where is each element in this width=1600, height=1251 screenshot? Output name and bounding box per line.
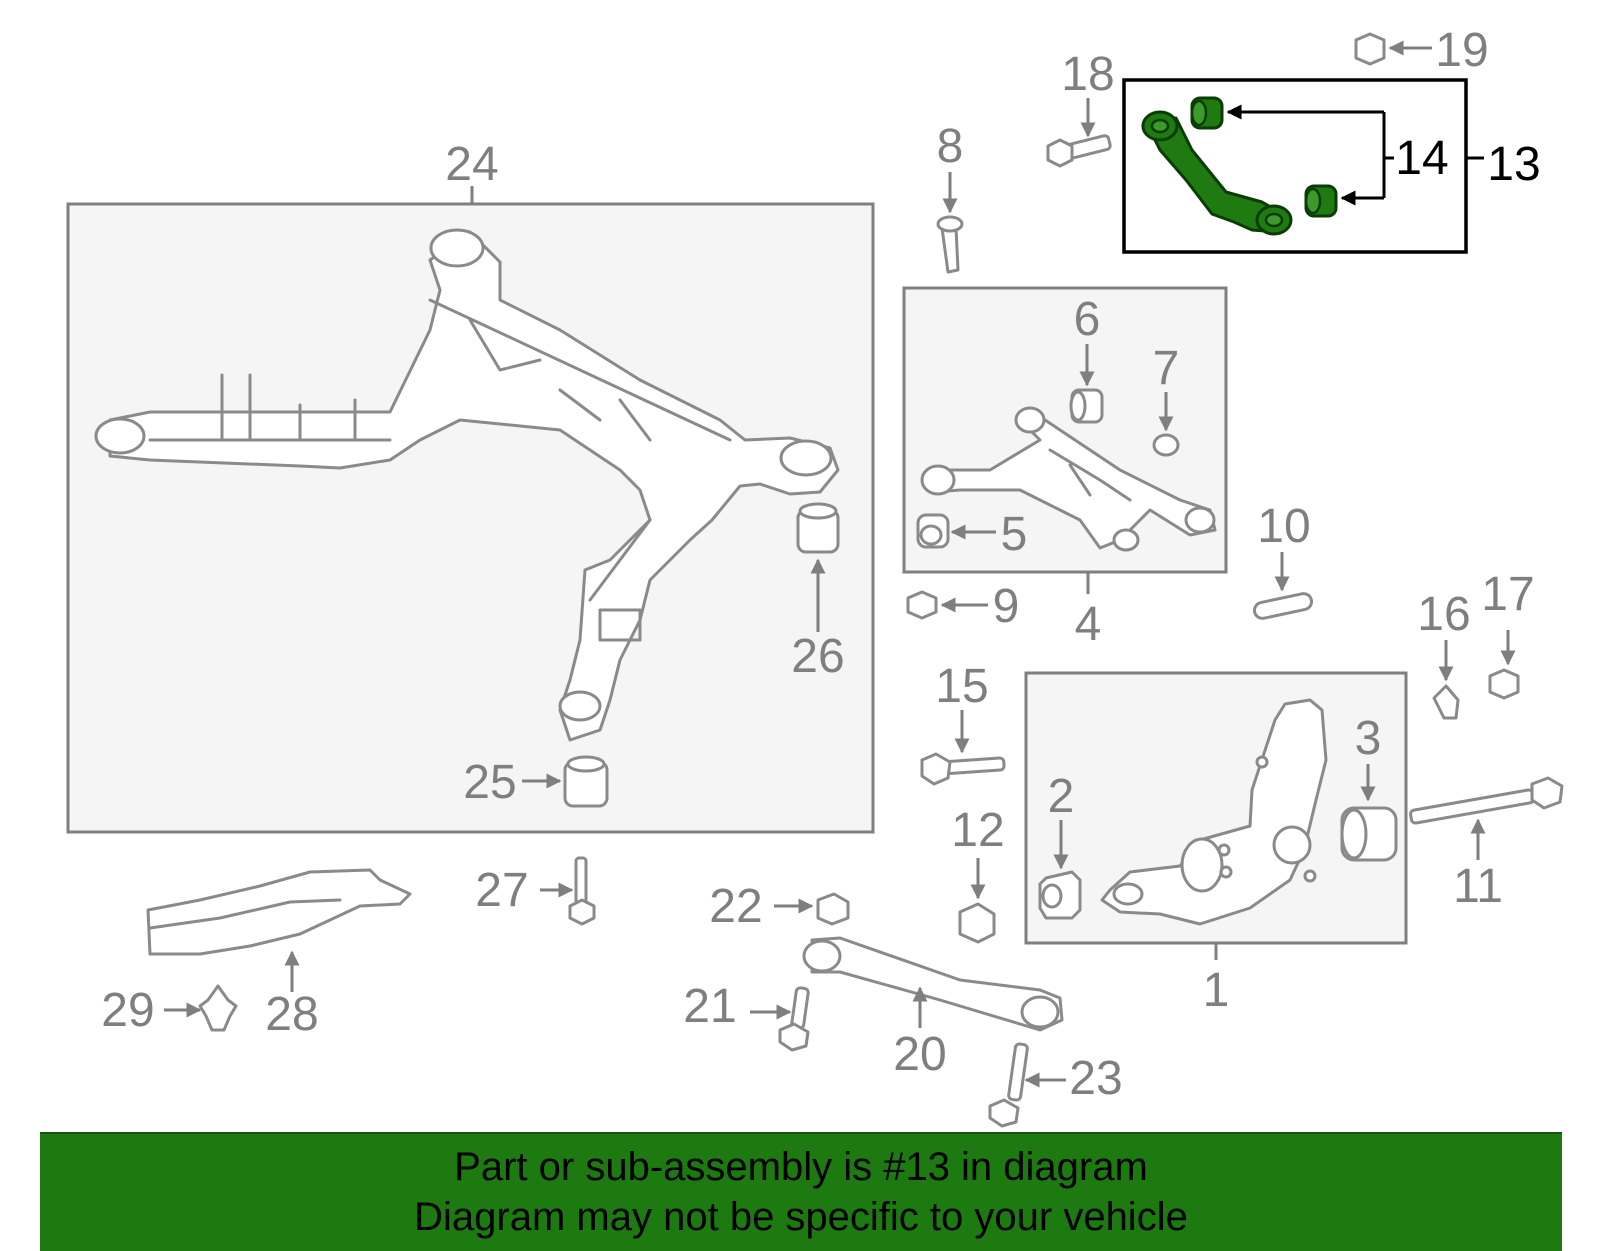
mount-25[interactable] [522, 755, 609, 808]
bushing-3[interactable] [1340, 764, 1398, 862]
callout-2: 2 [1048, 770, 1075, 823]
callout-16: 16 [1417, 588, 1470, 641]
callout-15: 15 [935, 660, 988, 713]
callout-4: 4 [1075, 598, 1102, 651]
callout-17: 17 [1481, 568, 1534, 621]
callout-25: 25 [463, 756, 516, 809]
callout-27: 27 [475, 864, 528, 917]
bolt-8[interactable] [936, 172, 964, 274]
callout-6: 6 [1074, 293, 1101, 346]
callout-5: 5 [1001, 508, 1028, 561]
clip-29[interactable] [164, 984, 238, 1032]
bolt-21[interactable] [750, 986, 810, 1052]
nut-9[interactable] [906, 590, 988, 620]
upper-control-arm-part-13[interactable] [1141, 110, 1293, 236]
bolt-18[interactable] [1046, 98, 1112, 168]
bushing-14-upper[interactable] [1190, 96, 1224, 130]
callout-11: 11 [1453, 860, 1503, 913]
banner-line-2: Diagram may not be specific to your vehi… [414, 1195, 1188, 1239]
callout-19: 19 [1435, 24, 1488, 77]
link-arm-20[interactable] [802, 936, 1064, 1032]
callout-24: 24 [445, 138, 498, 191]
pin-10[interactable] [1252, 552, 1314, 620]
bracket-16[interactable] [1432, 640, 1460, 720]
bushing-6[interactable] [1069, 344, 1104, 424]
callout-10: 10 [1257, 500, 1310, 553]
nut-19[interactable] [1354, 32, 1432, 66]
bolt-27[interactable] [540, 856, 596, 926]
callout-3: 3 [1355, 712, 1382, 765]
ring-7[interactable] [1152, 392, 1180, 457]
banner-line-1: Part or sub-assembly is #13 in diagram [454, 1145, 1148, 1189]
bushing-14-lower[interactable] [1304, 184, 1338, 218]
bolt-15[interactable] [920, 710, 1006, 786]
callout-8: 8 [937, 120, 964, 173]
callout-12: 12 [951, 804, 1004, 857]
nut-17[interactable] [1488, 630, 1520, 700]
callout-28: 28 [265, 988, 318, 1041]
callout-23: 23 [1069, 1052, 1122, 1105]
nut-22[interactable] [774, 892, 850, 926]
callout-14-bracket [1226, 104, 1394, 206]
callout-22: 22 [709, 880, 762, 933]
nut-12[interactable] [958, 858, 996, 944]
callout-13: 13 [1487, 138, 1540, 191]
mount-26[interactable] [796, 502, 840, 632]
callout-14: 14 [1395, 132, 1448, 185]
shield-28[interactable] [146, 868, 412, 992]
bushing-5[interactable] [916, 513, 996, 549]
knuckle-part[interactable] [1100, 698, 1328, 926]
bushing-2[interactable] [1038, 820, 1082, 920]
callout-20: 20 [893, 1028, 946, 1081]
bolt-11[interactable] [1409, 776, 1564, 860]
callout-1: 1 [1203, 964, 1230, 1017]
bolt-23[interactable] [988, 1042, 1066, 1128]
callout-26: 26 [791, 630, 844, 683]
callout-21: 21 [683, 980, 736, 1033]
callout-9: 9 [993, 580, 1020, 633]
callout-29: 29 [101, 984, 154, 1037]
lower-control-arm-part[interactable] [920, 406, 1217, 552]
callout-18: 18 [1061, 48, 1114, 101]
subframe-part[interactable] [94, 228, 840, 742]
callout-7: 7 [1153, 342, 1180, 395]
info-banner: Part or sub-assembly is #13 in diagram D… [40, 1132, 1562, 1251]
